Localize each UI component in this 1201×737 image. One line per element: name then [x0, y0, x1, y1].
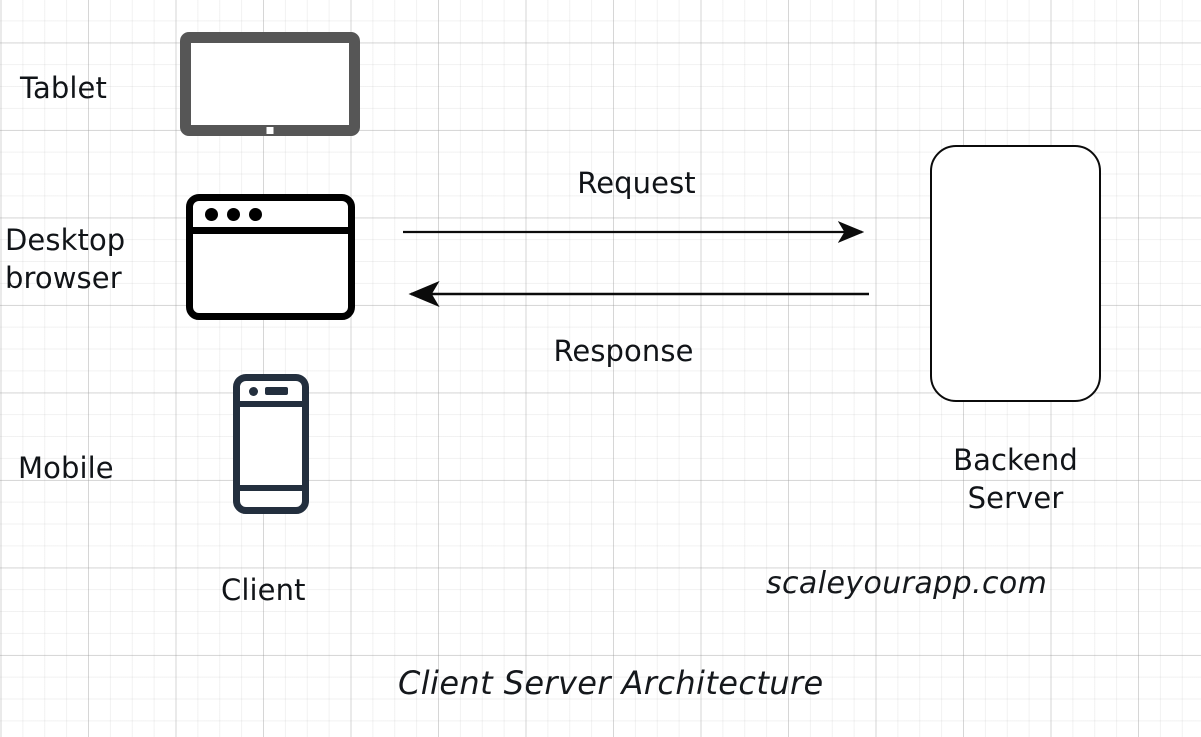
tablet-home-button-icon [266, 127, 274, 134]
mobile-top-bezel [240, 381, 302, 407]
browser-dot-icon-1 [205, 207, 218, 221]
backend-server-label: Backend Server [953, 443, 1078, 515]
browser-window-icon [186, 194, 355, 320]
browser-titlebar [193, 201, 348, 234]
watermark-text: scaleyourapp.com [766, 566, 1048, 601]
mobile-camera-icon [249, 386, 258, 396]
tablet-icon [180, 32, 360, 136]
backend-server-node [930, 145, 1101, 402]
mobile-phone-icon [233, 374, 309, 514]
mobile-bottom-bezel [240, 485, 302, 507]
flow-label-response: Response [553, 334, 694, 368]
mobile-speaker-icon [265, 387, 288, 395]
device-label-mobile: Mobile [18, 451, 114, 485]
device-label-tablet: Tablet [20, 71, 107, 105]
device-label-desktop-browser: Desktop browser [5, 223, 126, 295]
diagram-title: Client Server Architecture [398, 664, 824, 702]
flow-label-request: Request [577, 166, 696, 200]
browser-dot-icon-2 [227, 207, 240, 221]
client-group-label: Client [221, 573, 306, 607]
browser-dot-icon-3 [249, 207, 262, 221]
